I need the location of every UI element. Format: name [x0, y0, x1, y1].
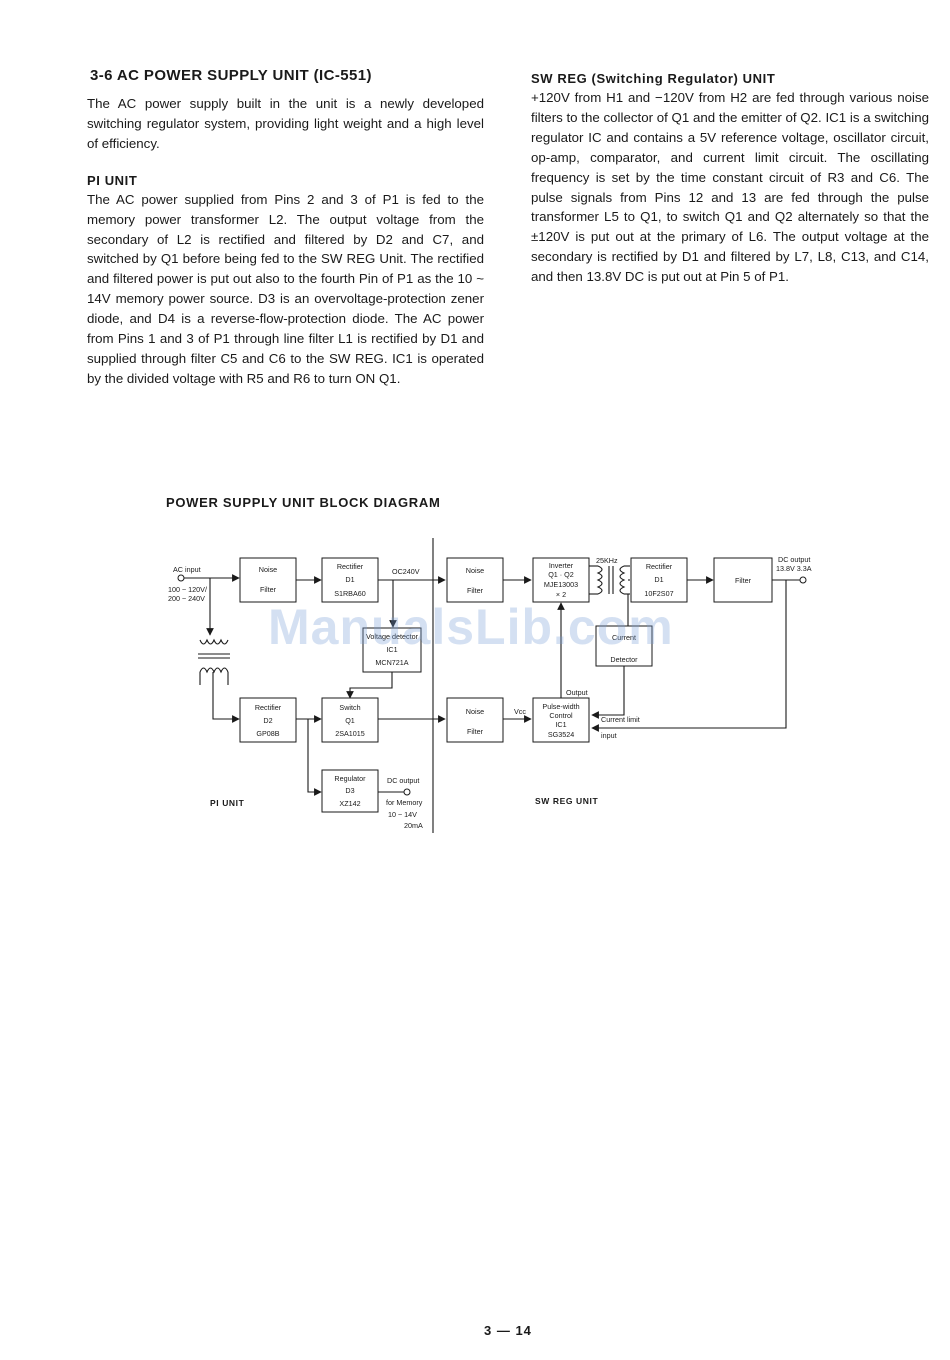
- svg-text:Vcc: Vcc: [514, 707, 526, 716]
- svg-text:DC output: DC output: [387, 776, 419, 785]
- svg-text:200 ~ 240V: 200 ~ 240V: [168, 594, 205, 603]
- svg-text:× 2: × 2: [556, 590, 566, 599]
- svg-text:Noise: Noise: [466, 707, 484, 716]
- svg-text:100 ~ 120V/: 100 ~ 120V/: [168, 585, 207, 594]
- svg-text:SG3524: SG3524: [548, 730, 574, 739]
- svg-text:13.8V 3.3A: 13.8V 3.3A: [776, 564, 812, 573]
- svg-text:Current: Current: [612, 633, 636, 642]
- svg-text:Voltage detector: Voltage detector: [366, 632, 419, 641]
- svg-text:GP08B: GP08B: [256, 729, 279, 738]
- svg-text:D3: D3: [345, 786, 354, 795]
- voltage-detector-block: Voltage detector IC1 MCN721A: [362, 627, 422, 673]
- svg-text:input: input: [601, 731, 617, 740]
- svg-text:Control: Control: [549, 711, 573, 720]
- sw-noise-filter-bottom-block: Noise Filter: [446, 697, 504, 743]
- svg-text:for Memory: for Memory: [386, 798, 423, 807]
- svg-text:Detector: Detector: [610, 655, 638, 664]
- rectifier-d1-block: Rectifier D1 S1RBA60: [321, 557, 379, 603]
- pulse-transformer: 25KHz: [589, 556, 630, 595]
- svg-text:10F2S07: 10F2S07: [644, 589, 673, 598]
- svg-text:Rectifier: Rectifier: [337, 562, 364, 571]
- memory-dc-output-label: DC output for Memory 10 ~ 14V 20mA: [386, 776, 423, 830]
- svg-text:25KHz: 25KHz: [596, 556, 618, 565]
- svg-text:XZ142: XZ142: [339, 799, 360, 808]
- inverter-block: Inverter Q1 · Q2 MJE13003 × 2: [532, 557, 590, 603]
- svg-text:Noise: Noise: [259, 565, 277, 574]
- svg-text:D1: D1: [345, 575, 354, 584]
- regulator-d3-block: Regulator D3 XZ142: [321, 769, 379, 813]
- svg-text:Filter: Filter: [467, 727, 484, 736]
- rectifier-d2-block: Rectifier D2 GP08B: [239, 697, 297, 743]
- current-detector-block: Current Detector: [595, 625, 653, 667]
- switch-q1-block: Switch Q1 2SA1015: [321, 697, 379, 743]
- left-column: 3-6 AC POWER SUPPLY UNIT (IC-551) The AC…: [87, 66, 484, 389]
- svg-text:20mA: 20mA: [404, 821, 423, 830]
- pi-unit-label: PI UNIT: [210, 798, 245, 808]
- svg-text:OC240V: OC240V: [392, 567, 420, 576]
- memory-transformer: [198, 638, 230, 685]
- block-diagram: AC input 100 ~ 120V/ 200 ~ 240V Noise Fi…: [168, 538, 812, 833]
- svg-text:Pulse-width: Pulse-width: [542, 702, 579, 711]
- svg-text:Filter: Filter: [735, 576, 752, 585]
- svg-text:Q1 · Q2: Q1 · Q2: [548, 570, 574, 579]
- svg-text:Rectifier: Rectifier: [646, 562, 673, 571]
- intro-paragraph: The AC power supply built in the unit is…: [87, 96, 484, 151]
- svg-text:Current limit: Current limit: [601, 715, 640, 724]
- svg-text:IC1: IC1: [386, 645, 397, 654]
- sw-reg-unit-label: SW REG UNIT: [535, 796, 598, 806]
- svg-text:Regulator: Regulator: [334, 774, 366, 783]
- main-dc-output-label: DC output 13.8V 3.3A: [776, 555, 812, 573]
- svg-text:DC output: DC output: [778, 555, 810, 564]
- svg-text:D1: D1: [654, 575, 663, 584]
- sw-rectifier-block: Rectifier D1 10F2S07: [630, 557, 688, 603]
- sw-reg-paragraph: +120V from H1 and −120V from H2 are fed …: [531, 90, 929, 285]
- svg-text:Filter: Filter: [467, 586, 484, 595]
- svg-text:MCN721A: MCN721A: [375, 658, 408, 667]
- section-heading: 3-6 AC POWER SUPPLY UNIT (IC-551): [90, 67, 372, 84]
- svg-text:S1RBA60: S1RBA60: [334, 589, 366, 598]
- svg-text:Inverter: Inverter: [549, 561, 574, 570]
- pi-unit-paragraph: The AC power supplied from Pins 2 and 3 …: [87, 191, 484, 386]
- svg-text:Rectifier: Rectifier: [255, 703, 282, 712]
- pi-unit-heading: PI UNIT: [87, 172, 138, 188]
- svg-text:Switch: Switch: [339, 703, 360, 712]
- svg-text:AC input: AC input: [173, 565, 201, 574]
- page-number: 3 — 14: [484, 1323, 532, 1338]
- watermark: ManualsLib.com: [268, 599, 674, 655]
- ac-input: AC input 100 ~ 120V/ 200 ~ 240V: [168, 565, 207, 603]
- pulse-width-control-block: Pulse-width Control IC1 SG3524: [532, 697, 590, 743]
- svg-text:IC1: IC1: [555, 720, 566, 729]
- svg-text:2SA1015: 2SA1015: [335, 729, 365, 738]
- svg-text:Noise: Noise: [466, 566, 484, 575]
- diagram-title: POWER SUPPLY UNIT BLOCK DIAGRAM: [166, 495, 441, 510]
- right-column: SW REG (Switching Regulator) UNIT +120V …: [531, 66, 929, 287]
- svg-text:10 ~ 14V: 10 ~ 14V: [388, 810, 417, 819]
- svg-text:D2: D2: [263, 716, 272, 725]
- svg-text:Q1: Q1: [345, 716, 355, 725]
- noise-filter-block: Noise Filter: [239, 557, 297, 603]
- sw-reg-heading: SW REG (Switching Regulator) UNIT: [531, 71, 776, 86]
- sw-noise-filter-top-block: Noise Filter: [446, 557, 504, 603]
- svg-text:Filter: Filter: [260, 585, 277, 594]
- svg-text:MJE13003: MJE13003: [544, 580, 578, 589]
- filter-block: Filter: [713, 557, 773, 603]
- svg-text:Output: Output: [566, 688, 588, 697]
